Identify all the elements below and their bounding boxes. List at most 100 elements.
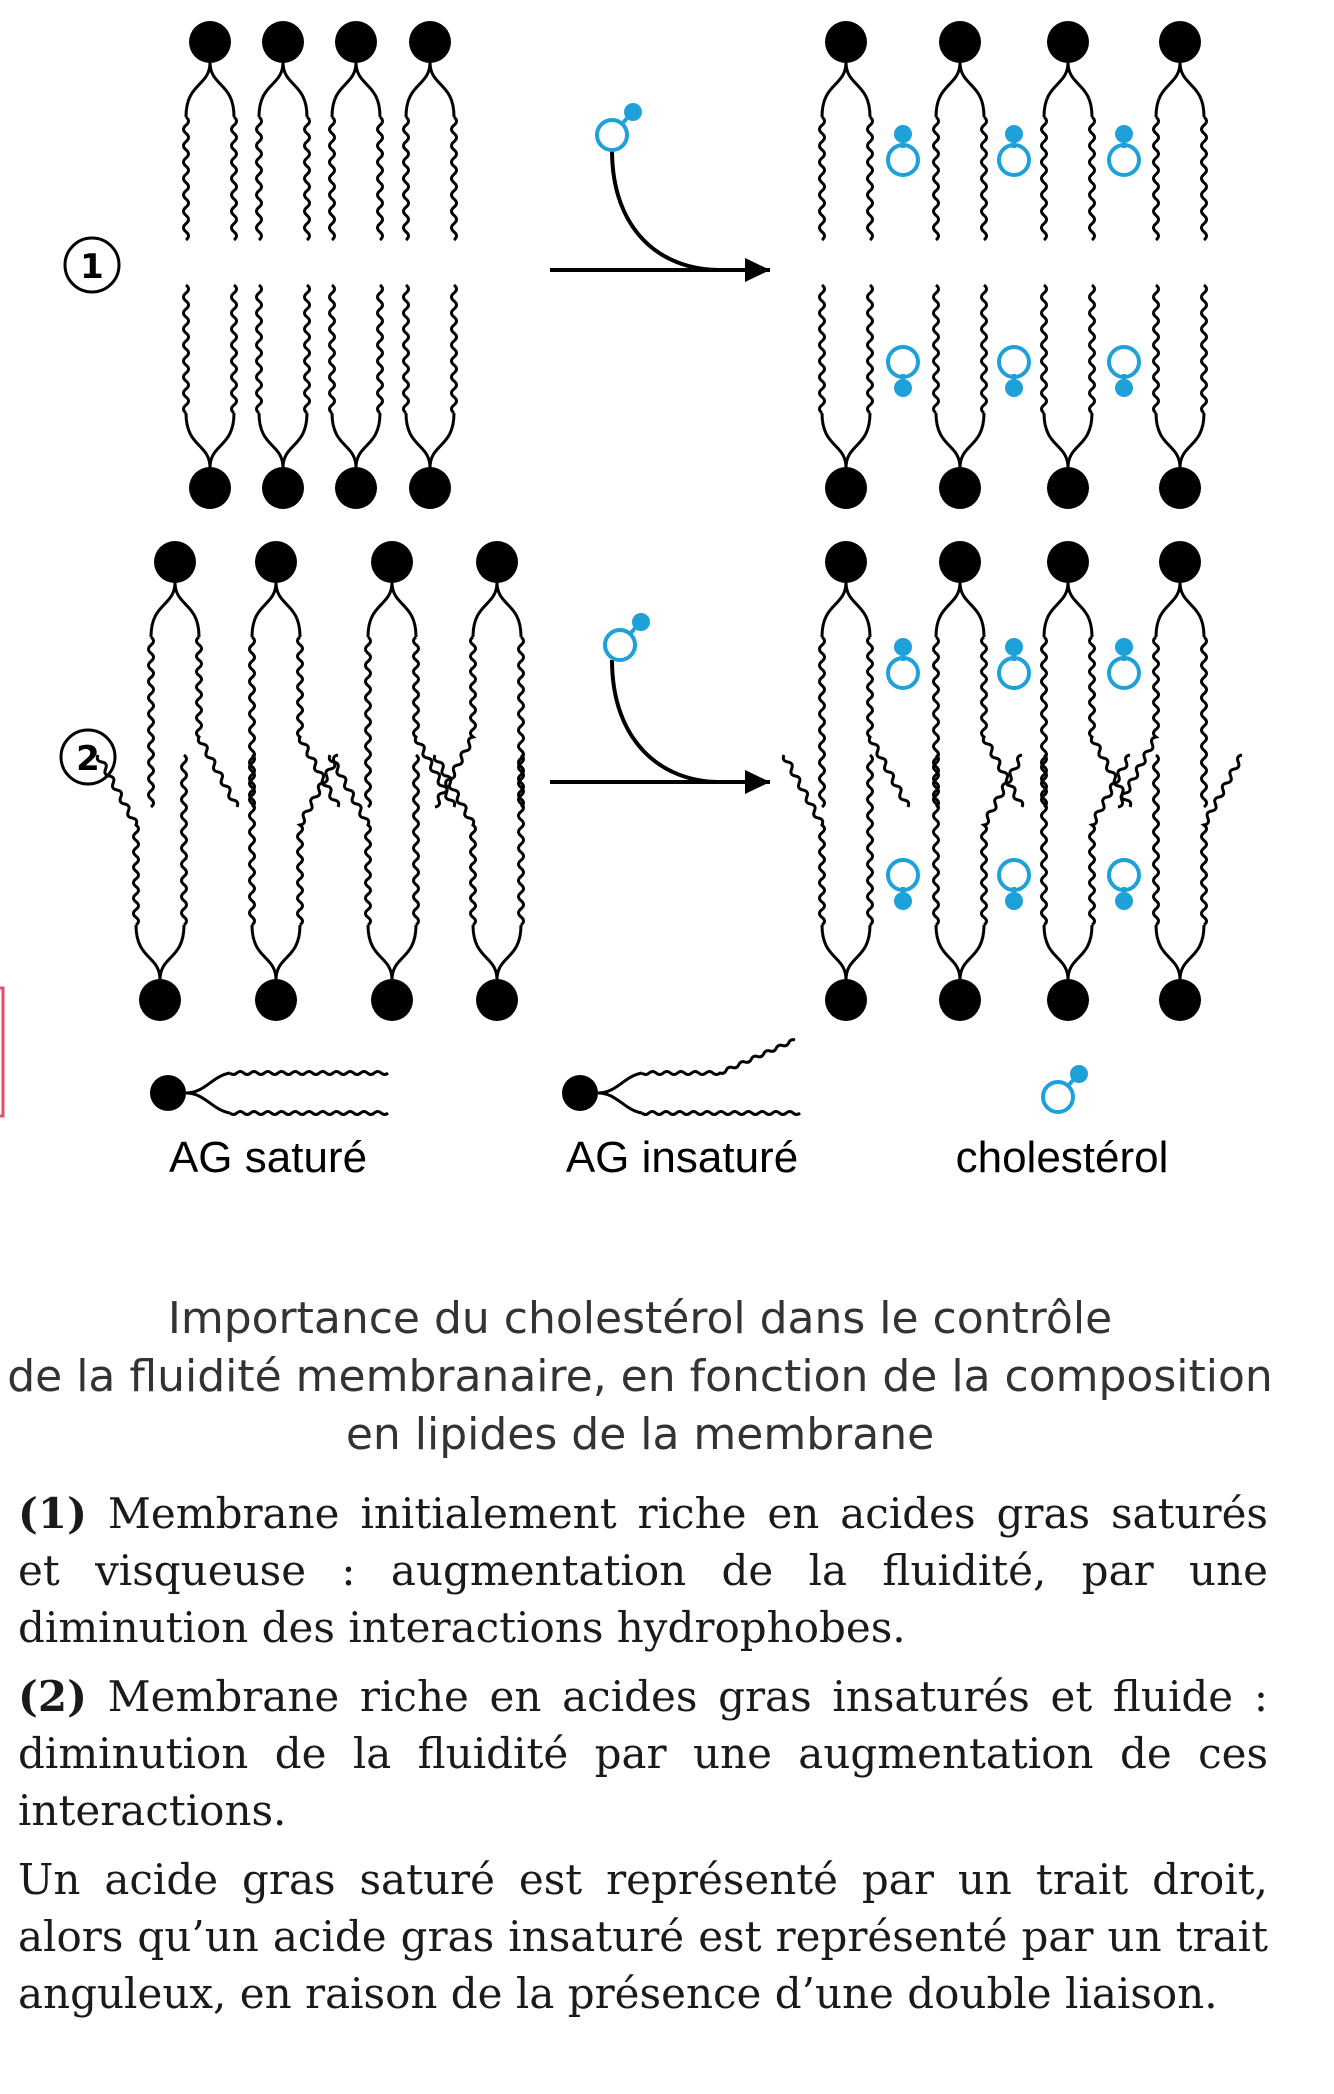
legend-label-unsaturated: AG insaturé: [566, 1133, 798, 1182]
svg-text:2: 2: [76, 739, 100, 779]
polar-head: [1159, 467, 1201, 509]
cholesterol-icon: [603, 613, 650, 662]
membrane-diagram: 1 2 AG saturé AG insaturé cholestérol: [0, 21, 1243, 1182]
cholesterol-molecule: [997, 345, 1031, 397]
polar-head: [1159, 541, 1201, 583]
phospholipid-unsaturated: [95, 753, 188, 1021]
figure-caption-title: Importance du cholestérol dans le contrô…: [0, 1290, 1280, 1464]
polar-head: [262, 467, 304, 509]
paragraph-text: Membrane initialement riche en acides gr…: [18, 1489, 1268, 1652]
legend-label-cholesterol: cholestérol: [956, 1133, 1169, 1182]
phospholipid-unsaturated: [1152, 753, 1243, 1021]
polar-head: [825, 467, 867, 509]
polar-head: [1159, 979, 1201, 1021]
legend-cholesterol-icon: [1041, 1065, 1088, 1114]
polar-head: [939, 21, 981, 63]
polar-head: [409, 467, 451, 509]
row1-saturated-membrane: [182, 21, 458, 509]
polar-head: [939, 979, 981, 1021]
cholesterol-molecule: [595, 103, 642, 152]
polar-head: [1047, 21, 1089, 63]
polar-head: [154, 541, 196, 583]
caption-title-line: de la fluidité membranaire, en fonction …: [7, 1351, 1273, 1402]
cholesterol-molecule: [1107, 858, 1141, 910]
phospholipid-pair: [1152, 21, 1208, 509]
phospholipid-unsaturated: [818, 541, 911, 809]
phospholipid-unsaturated: [932, 541, 1025, 809]
phospholipid-pair: [1040, 21, 1096, 509]
row2-arrow: [550, 659, 770, 794]
cholesterol-molecule: [1041, 1065, 1088, 1114]
polar-head: [1159, 21, 1201, 63]
phospholipid-unsaturated: [248, 541, 341, 809]
cholesterol-molecule: [886, 125, 920, 177]
phospholipid-unsaturated: [147, 541, 240, 809]
explanation-paragraph-2: (2) Membrane riche en acides gras insatu…: [18, 1668, 1268, 1839]
legend-unsaturated: [562, 1038, 801, 1116]
polar-head: [825, 541, 867, 583]
paragraph-text: Un acide gras saturé est représenté par …: [18, 1855, 1268, 2018]
margin-mark: [0, 986, 5, 1118]
polar-head: [939, 541, 981, 583]
svg-text:1: 1: [80, 247, 104, 287]
phospholipid-unsaturated: [1040, 541, 1133, 809]
row-label-1: 1: [63, 236, 121, 294]
phospholipid-unsaturated: [327, 753, 420, 1021]
phospholipid-unsaturated: [248, 753, 339, 1021]
phospholipid-pair: [328, 21, 384, 509]
phospholipid-unsaturated: [1040, 753, 1131, 1021]
cholesterol-molecule: [997, 858, 1031, 910]
cholesterol-molecule: [1107, 125, 1141, 177]
polar-head: [255, 541, 297, 583]
polar-head: [371, 541, 413, 583]
polar-head: [189, 21, 231, 63]
cholesterol-icon: [595, 103, 642, 152]
row2-unsaturated-membrane-with-cholesterol: [781, 541, 1243, 1021]
polar-head: [139, 979, 181, 1021]
polar-head: [1047, 467, 1089, 509]
phospholipid-unsaturated: [364, 541, 457, 809]
polar-head: [371, 979, 413, 1021]
polar-head: [255, 979, 297, 1021]
cholesterol-molecule: [1107, 345, 1141, 397]
phospholipid-unsaturated: [781, 753, 874, 1021]
phospholipid-unsaturated: [1117, 541, 1208, 809]
row-label-2: 2: [59, 728, 117, 786]
explanation-paragraph-3: Un acide gras saturé est représenté par …: [18, 1851, 1268, 2022]
legend-label-saturated: AG saturé: [169, 1133, 367, 1182]
polar-head: [939, 467, 981, 509]
explanation-paragraph-1: (1) Membrane initialement riche en acide…: [18, 1485, 1268, 1656]
cholesterol-molecule: [997, 125, 1031, 177]
caption-title-line: en lipides de la membrane: [345, 1409, 935, 1460]
polar-head: [1047, 979, 1089, 1021]
caption-title-line: Importance du cholestérol dans le contrô…: [167, 1293, 1113, 1344]
polar-head: [409, 21, 451, 63]
paragraph-marker: (1): [18, 1489, 87, 1538]
row2-unsaturated-membrane: [95, 541, 525, 1021]
phospholipid-pair: [818, 21, 874, 509]
polar-head: [476, 979, 518, 1021]
phospholipid-pair: [182, 21, 238, 509]
cholesterol-molecule: [603, 613, 650, 662]
cholesterol-molecule: [1107, 638, 1141, 690]
polar-head: [1047, 541, 1089, 583]
polar-head: [476, 541, 518, 583]
cholesterol-molecule: [886, 345, 920, 397]
polar-head: [825, 979, 867, 1021]
phospholipid-pair: [932, 21, 988, 509]
phospholipid-pair: [402, 21, 458, 509]
polar-head: [335, 21, 377, 63]
phospholipid-unsaturated: [932, 753, 1023, 1021]
phospholipid-pair: [255, 21, 311, 509]
polar-head: [825, 21, 867, 63]
cholesterol-molecule: [997, 638, 1031, 690]
row1-arrow: [550, 149, 770, 282]
cholesterol-molecule: [886, 858, 920, 910]
row1-saturated-membrane-with-cholesterol: [818, 21, 1208, 509]
phospholipid-unsaturated: [434, 541, 525, 809]
legend-saturated: [150, 1070, 389, 1116]
paragraph-marker: (2): [18, 1672, 87, 1721]
figure-explanation: (1) Membrane initialement riche en acide…: [18, 1485, 1268, 2034]
polar-head: [189, 467, 231, 509]
polar-head: [262, 21, 304, 63]
